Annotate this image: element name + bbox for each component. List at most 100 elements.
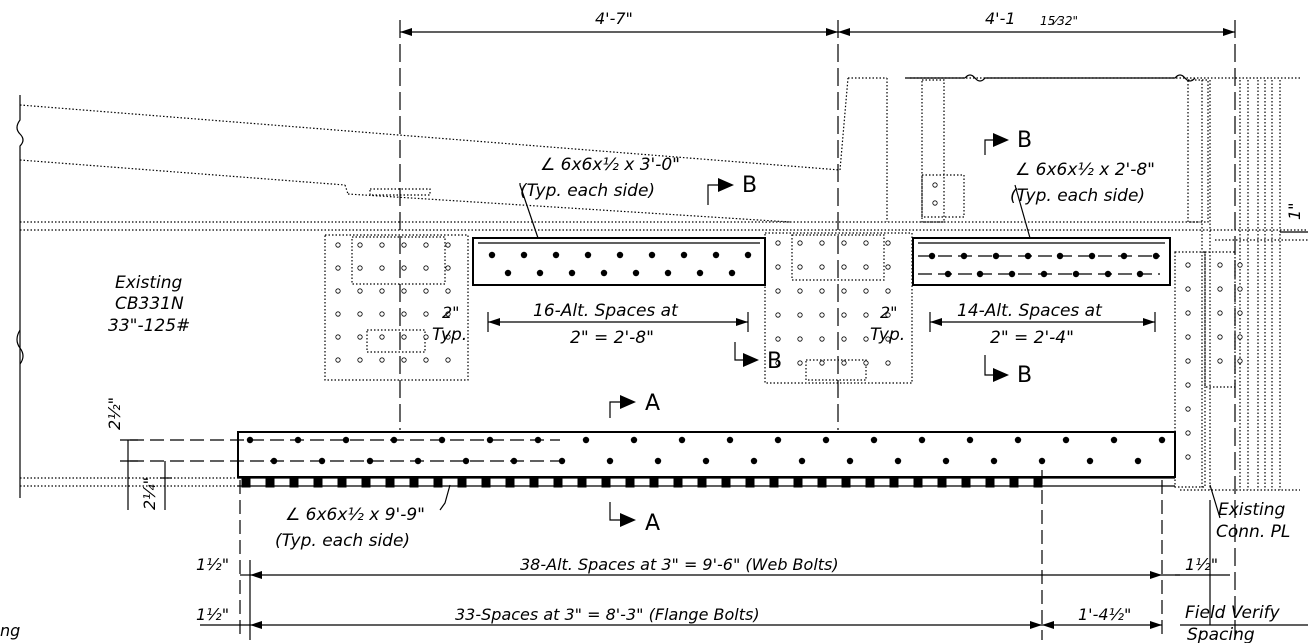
bolt-hole [379,334,385,340]
bolt-hole [1237,286,1243,292]
bolt [702,457,710,465]
bolt-hole [819,336,825,342]
dimension-text: 4'-7" 4'-1 15⁄32" 38-Alt. Spaces at 3" =… [105,9,1304,624]
bolt-hole [797,360,803,366]
bolt [726,436,734,444]
bolt-hole [932,182,938,188]
bolt-hole [775,288,781,294]
section-a-bottom: A [645,511,660,536]
flange-bolt [361,476,371,488]
flange-bolt [457,476,467,488]
field-verify-1: Field Verify [1185,603,1281,623]
bolt [1110,436,1118,444]
bolt-hole [885,312,891,318]
bolt-hole [357,311,363,317]
bolt [712,251,720,259]
bolt [1086,457,1094,465]
bolt [1120,252,1128,260]
flange-bolt [529,476,539,488]
bolt-hole [885,264,891,270]
bolt [1038,457,1046,465]
bolt [342,436,350,444]
bolt-hole [335,265,341,271]
existing-bolt-holes [335,182,1243,460]
bolt-hole [863,336,869,342]
bolt [536,269,544,277]
bolt-hole [885,288,891,294]
bolt [1104,270,1112,278]
spaces-left-1: 16-Alt. Spaces at [533,301,679,321]
bolt [1152,252,1160,260]
bolt [928,252,936,260]
bolt [870,436,878,444]
bolt-hole [797,240,803,246]
flange-bolt [673,476,683,488]
bolt-hole [357,242,363,248]
bolt [616,251,624,259]
bolt [552,251,560,259]
flange-bolt [313,476,323,488]
dim-two-quarter: 2¼" [140,477,159,510]
bolt [990,457,998,465]
bolt-hole [1185,262,1191,268]
bolt-hole [445,265,451,271]
flange-bolt [817,476,827,488]
flange-bolt [649,476,659,488]
bolt-hole [819,360,825,366]
bolt [1056,252,1064,260]
bolt [942,457,950,465]
bolt [1136,270,1144,278]
bolt [966,436,974,444]
flange-bolt [409,476,419,488]
web-bolts-dim: 38-Alt. Spaces at 3" = 9'-6" (Web Bolts) [520,555,839,574]
bolt-hole [885,240,891,246]
bolt-hole [932,200,938,206]
dim-two-a: 2" [442,303,460,322]
flange-bolt [481,476,491,488]
bolt-hole [775,264,781,270]
flange-bolt [841,476,851,488]
bolt-hole [357,357,363,363]
bolt-hole [423,288,429,294]
dim-two-half: 2½" [105,397,124,430]
bolt [774,436,782,444]
bolt-hole [423,242,429,248]
bolt-hole [357,288,363,294]
bolt-hole [1217,286,1223,292]
flange-bolt [937,476,947,488]
angle-bottom-label: ∠ 6x6x½ x 9'-9" [285,505,425,525]
flange-bolt [577,476,587,488]
bolt-hole [1185,334,1191,340]
section-b-left-top: B [742,173,757,198]
bolt [1040,270,1048,278]
edge-dim-left-2: 1½" [196,605,229,624]
bolt [1008,270,1016,278]
bolt [486,436,494,444]
angle-left-label: ∠ 6x6x½ x 3'-0" [540,155,680,175]
bolt [1158,436,1166,444]
flange-bolt [1009,476,1019,488]
bolt-hole [445,357,451,363]
bolt [944,270,952,278]
bolt [678,436,686,444]
bolt [654,457,662,465]
bolt [270,457,278,465]
annotation-text: ∠ 6x6x½ x 3'-0" (Typ. each side) ∠ 6x6x½… [0,155,1290,643]
bolt-hole [841,336,847,342]
flange-bolt [553,476,563,488]
bolt [558,457,566,465]
bolt-hole [335,357,341,363]
bolt-hole [1237,310,1243,316]
flange-bolt [889,476,899,488]
bolt-hole [445,242,451,248]
bolt-hole [423,357,429,363]
bolt-hole [863,360,869,366]
bolt-hole [841,312,847,318]
dim-1-4-half: 1'-4½" [1078,605,1131,624]
bolt [1024,252,1032,260]
bolt-hole [423,334,429,340]
bolt-hole [335,288,341,294]
bolt [1014,436,1022,444]
flange-bolt [793,476,803,488]
